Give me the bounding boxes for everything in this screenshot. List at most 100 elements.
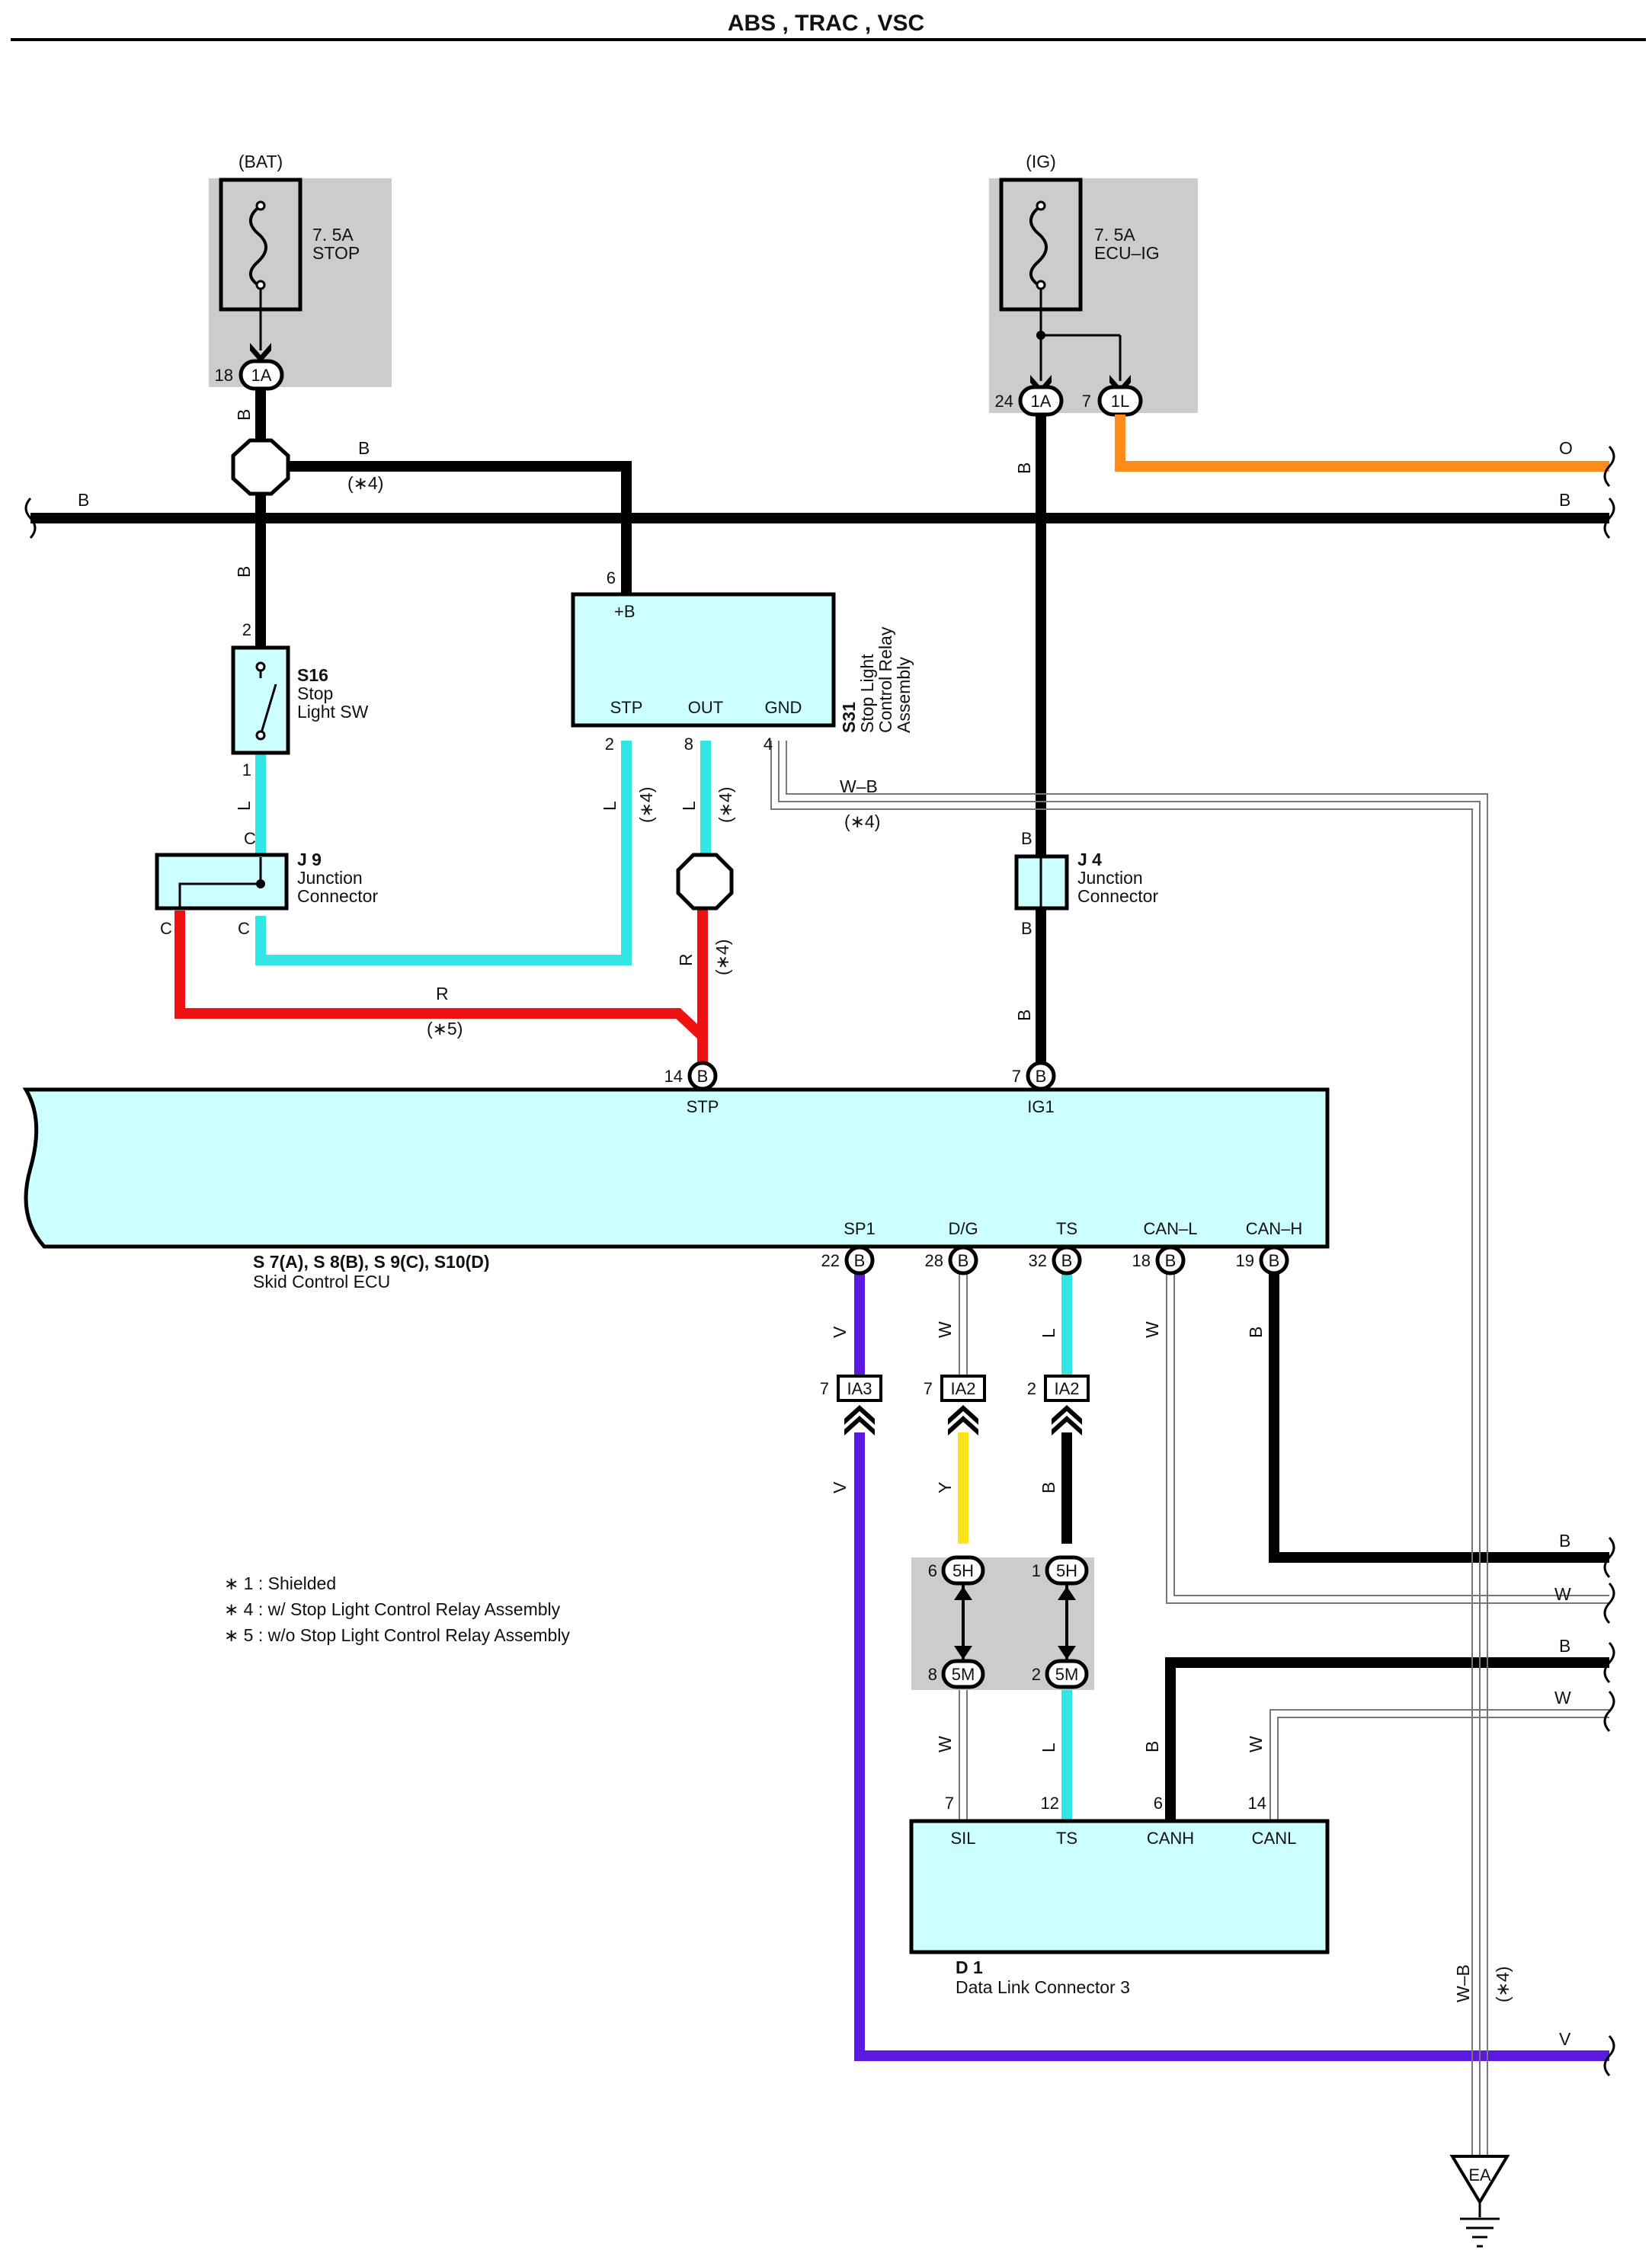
wire-label: B <box>1246 1327 1266 1338</box>
wire-label: L <box>679 801 699 811</box>
fuse-symbol-icon <box>249 204 267 288</box>
wire-label: W <box>1554 1584 1571 1604</box>
pin-number: 7 <box>820 1379 829 1398</box>
wire-label: V <box>1559 2029 1571 2049</box>
fuse-terminal <box>255 280 266 290</box>
splice-octagon-out <box>676 853 734 911</box>
pin-number: 7 <box>1012 1067 1021 1086</box>
j9-pin: C <box>160 919 172 938</box>
j4-code: J 4 <box>1077 850 1102 869</box>
footnotes: ∗ 1 : Shielded ∗ 4 : w/ Stop Light Contr… <box>224 1573 570 1645</box>
ecu-pin-ig1 <box>1026 1061 1056 1091</box>
fuse-terminal <box>1036 280 1046 290</box>
terminal-label: CANL <box>1252 1829 1297 1848</box>
pin-number: 2 <box>605 735 614 754</box>
ground-ea <box>1449 2155 1510 2205</box>
connector-label: 1A <box>1031 392 1052 411</box>
wire-label: (∗5) <box>427 1019 463 1039</box>
connector-label: 5H <box>1056 1561 1077 1580</box>
terminal-label: OUT <box>688 698 723 717</box>
junction-connector-j9 <box>155 853 289 911</box>
connector-label: 5M <box>952 1665 975 1684</box>
pin-number: 2 <box>242 620 251 639</box>
wire-label: W–B <box>840 776 878 796</box>
ecuig-fuse-area <box>989 178 1198 413</box>
connector-ia2-ts <box>1044 1375 1090 1402</box>
terminal-label: SP1 <box>844 1219 876 1238</box>
j4-pin: B <box>1021 829 1032 848</box>
footnote: ∗ 5 : w/o Stop Light Control Relay Assem… <box>224 1625 570 1645</box>
pin-number: 12 <box>1041 1794 1059 1813</box>
connector-label: 1A <box>251 366 272 385</box>
s16-name: Light SW <box>297 702 369 722</box>
ecu-pin-sp1 <box>844 1245 875 1276</box>
stop-fuse-rating: 7. 5A <box>312 225 354 245</box>
s31-name: Control Relay <box>876 626 895 733</box>
pin-number: 22 <box>821 1251 840 1270</box>
wire-label: (∗4) <box>712 939 732 975</box>
wire-label: Y <box>935 1482 955 1493</box>
wire-label: W <box>935 1321 955 1338</box>
wire-label: L <box>234 801 254 811</box>
pin-number: 6 <box>928 1561 937 1580</box>
wire-label: R <box>676 953 696 966</box>
connector-label: B <box>958 1251 969 1270</box>
terminal-label: STP <box>687 1097 719 1116</box>
s16-code: S16 <box>297 665 328 685</box>
connector-label: 5M <box>1055 1665 1079 1684</box>
j9-pin: C <box>244 829 256 848</box>
connector-5h-a <box>941 1555 985 1586</box>
connector-label: 1L <box>1111 392 1129 411</box>
s31-name: Assembly <box>894 657 914 733</box>
terminal-label: TS <box>1056 1829 1077 1848</box>
wire-wb-gnd <box>770 741 1488 2156</box>
wire-label: W <box>935 1736 955 1752</box>
wire-label: L <box>1039 1328 1058 1338</box>
wire-label: B <box>78 490 89 510</box>
ecu-pin-ts <box>1052 1245 1082 1276</box>
d1-code: D 1 <box>956 1957 983 1977</box>
wire-label: L <box>1039 1743 1058 1752</box>
pin-number: 14 <box>1248 1794 1266 1813</box>
pin-number: 2 <box>1032 1665 1041 1684</box>
wire-label: W–B <box>1453 1964 1473 2002</box>
ig-source-label: (IG) <box>1026 152 1056 171</box>
ecu-pin-canl <box>1155 1245 1186 1276</box>
footnote: ∗ 1 : Shielded <box>224 1573 336 1593</box>
wire-label: O <box>1559 438 1573 458</box>
j4-name: Connector <box>1077 886 1158 906</box>
pin-number: 1 <box>242 760 251 779</box>
pin-number: 24 <box>995 392 1013 411</box>
j9-code: J 9 <box>297 850 322 869</box>
pin-number: 18 <box>215 366 233 385</box>
terminal-label: STP <box>610 698 643 717</box>
wire-label: B <box>358 438 370 458</box>
skid-control-ecu <box>22 1087 1330 1249</box>
connector-label: IA2 <box>1054 1379 1079 1398</box>
ecu-pin-stp <box>687 1061 718 1091</box>
j4-pin: B <box>1021 919 1032 938</box>
arrow-down-icon <box>250 343 271 363</box>
ecu-pin-canh <box>1259 1245 1289 1276</box>
wire-w-canl <box>1166 1272 1609 1604</box>
wire-v <box>854 1272 1609 2061</box>
pin-number: 28 <box>925 1251 943 1270</box>
connector-label: B <box>1269 1251 1280 1270</box>
pin-number: 18 <box>1132 1251 1151 1270</box>
terminal-label: CANH <box>1147 1829 1194 1848</box>
fuse-terminal <box>255 200 266 211</box>
ground-icon <box>1460 2202 1500 2248</box>
terminal-label: GND <box>765 698 802 717</box>
wire-labels: B B B (∗4) O R (∗5) W–B (∗4) B W B W V B… <box>78 409 1573 2049</box>
junction-internal <box>178 857 262 908</box>
wire-label: R <box>436 984 449 1003</box>
connector-label: IA3 <box>847 1379 872 1398</box>
connector-label: B <box>1165 1251 1177 1270</box>
bat-source-label: (BAT) <box>239 152 283 171</box>
switch-terminal <box>255 730 266 741</box>
connector-label: 5H <box>952 1561 974 1580</box>
wire-label: W <box>1246 1736 1266 1752</box>
wire-label: (∗4) <box>844 811 880 831</box>
wire-label: W <box>1142 1321 1162 1338</box>
wire-label: W <box>1554 1688 1571 1708</box>
